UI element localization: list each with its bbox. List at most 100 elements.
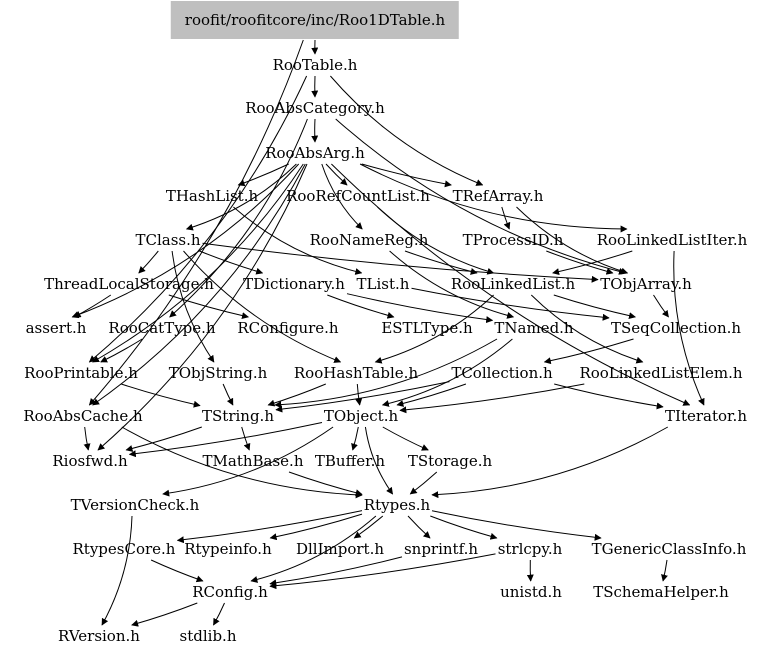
file-node[interactable]: unistd.h [500, 583, 562, 601]
include-edge [213, 602, 225, 626]
include-edge [222, 383, 234, 406]
file-node[interactable]: RooRefCountList.h [286, 187, 430, 205]
file-node[interactable]: RooAbsCategory.h [245, 99, 385, 117]
file-node[interactable]: TNamed.h [494, 319, 574, 337]
include-edge [97, 163, 308, 451]
file-node[interactable]: TCollection.h [451, 364, 553, 382]
include-edge [516, 206, 629, 275]
file-node[interactable]: TGenericClassInfo.h [591, 540, 747, 558]
include-edge [83, 426, 91, 451]
file-node[interactable]: ESTLType.h [381, 319, 473, 337]
include-edge [128, 422, 323, 458]
file-node[interactable]: THashList.h [165, 187, 259, 205]
file-node[interactable]: RConfigure.h [237, 319, 339, 337]
include-edge [330, 75, 484, 186]
file-node[interactable]: TList.h [356, 275, 410, 293]
include-edge [138, 250, 159, 274]
include-edge [241, 426, 251, 451]
file-node[interactable]: TStorage.h [407, 452, 493, 470]
include-edge [171, 250, 215, 363]
file-node[interactable]: RtypesCore.h [72, 540, 176, 558]
file-node[interactable]: Rtypeinfo.h [184, 540, 272, 558]
include-edge [359, 163, 628, 233]
include-edge [361, 163, 452, 188]
file-node[interactable]: RVersion.h [58, 627, 140, 645]
file-node[interactable]: ThreadLocalStorage.h [44, 275, 214, 293]
include-edge [169, 118, 308, 318]
include-edge [150, 559, 204, 583]
file-node[interactable]: TObject.h [323, 407, 399, 425]
file-node[interactable]: TObjArray.h [600, 275, 692, 293]
include-edge [269, 553, 496, 590]
include-edge [431, 426, 669, 499]
file-node[interactable]: TVersionCheck.h [70, 496, 200, 514]
include-edge [382, 426, 429, 451]
include-edge [202, 242, 599, 283]
file-node[interactable]: TProcessID.h [462, 231, 564, 249]
include-edge [409, 471, 438, 495]
file-node[interactable]: TSchemaHelper.h [593, 583, 729, 601]
include-edge [321, 163, 363, 230]
include-edge [125, 426, 202, 452]
file-node[interactable]: RooAbsArg.h [265, 144, 365, 162]
file-node[interactable]: RooCatType.h [108, 319, 216, 337]
include-edge [267, 383, 326, 407]
file-node[interactable]: TIterator.h [665, 407, 747, 425]
include-edge [275, 381, 450, 413]
file-node[interactable]: RooTable.h [272, 56, 358, 74]
file-node[interactable]: TDictionary.h [243, 275, 345, 293]
include-edge [327, 294, 395, 319]
file-node[interactable]: snprintf.h [403, 540, 479, 558]
include-edge [92, 163, 304, 363]
include-edge [185, 163, 297, 231]
file-node[interactable]: TBuffer.h [314, 452, 386, 470]
include-edge [553, 294, 636, 320]
include-edge [131, 602, 198, 627]
include-edge [73, 294, 112, 318]
include-edge [501, 206, 511, 230]
include-edge [653, 294, 669, 318]
file-node[interactable]: RooHashTable.h [293, 364, 419, 382]
file-node[interactable]: DllImport.h [295, 540, 385, 558]
file-node[interactable]: stdlib.h [179, 627, 237, 645]
include-edge [88, 39, 304, 406]
file-node[interactable]: TString.h [202, 407, 274, 425]
include-edge [199, 250, 264, 275]
file-node[interactable]: TClass.h [135, 231, 201, 249]
include-edge [530, 294, 644, 364]
file-node[interactable]: TMathBase.h [202, 452, 304, 470]
file-node[interactable]: strlcpy.h [497, 540, 563, 558]
file-node[interactable]: TObjString.h [168, 364, 268, 382]
include-edge [250, 515, 377, 583]
include-edge [431, 510, 602, 541]
file-node[interactable]: RConfig.h [192, 583, 268, 601]
include-edge [269, 513, 363, 541]
file-node[interactable]: RooLinkedListElem.h [579, 364, 743, 382]
file-node[interactable]: TSeqCollection.h [610, 319, 742, 337]
include-edge [552, 250, 633, 276]
file-node[interactable]: RooLinkedList.h [450, 275, 576, 293]
file-node[interactable]: Rtypes.h [363, 496, 431, 514]
include-edge [100, 338, 143, 363]
include-edge [325, 163, 348, 186]
file-node[interactable]: assert.h [25, 319, 87, 337]
file-node[interactable]: RooNameReg.h [309, 231, 429, 249]
root-file-node[interactable]: roofit/roofitcore/inc/Roo1DTable.h [170, 1, 460, 39]
file-node[interactable]: RooAbsCache.h [23, 407, 143, 425]
file-node[interactable]: RooPrintable.h [24, 364, 138, 382]
include-edge [331, 163, 691, 406]
include-edge [546, 250, 614, 275]
include-edge [673, 250, 705, 406]
file-node[interactable]: TRefArray.h [452, 187, 544, 205]
include-edge [335, 118, 626, 275]
include-edge [101, 515, 133, 626]
include-edge [430, 515, 498, 540]
include-edge [162, 426, 334, 497]
include-edge [351, 426, 359, 451]
include-edge [71, 163, 300, 319]
include-edge [353, 515, 384, 539]
file-node[interactable]: Riosfwd.h [52, 452, 128, 470]
file-node[interactable]: RooLinkedListIter.h [596, 231, 748, 249]
